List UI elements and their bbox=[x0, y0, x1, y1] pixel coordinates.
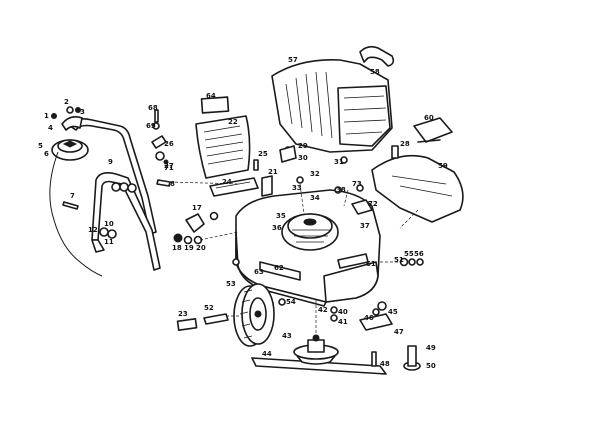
part-number-24: 24 bbox=[222, 178, 232, 186]
part-number-10: 10 bbox=[104, 220, 114, 228]
part-number-31: 31 bbox=[334, 158, 344, 166]
part-number-54: 54 bbox=[286, 298, 296, 306]
part-number-60: 60 bbox=[424, 114, 434, 122]
part-number-69: 69 bbox=[146, 122, 156, 130]
part-number-6: 6 bbox=[44, 150, 49, 158]
part-number-41: 41 bbox=[338, 318, 348, 326]
grass-catcher-assembly bbox=[271, 45, 395, 153]
part-number-22: 22 bbox=[228, 118, 238, 126]
part-number-49: 49 bbox=[426, 344, 436, 352]
part-number-36: 36 bbox=[272, 224, 282, 232]
part-number-47: 47 bbox=[394, 328, 404, 336]
part-number-9: 9 bbox=[108, 158, 113, 166]
part-number-30: 30 bbox=[298, 154, 308, 162]
part-number-19: 19 bbox=[184, 244, 194, 252]
part-number-23: 23 bbox=[178, 310, 188, 318]
part-number-1: 1 bbox=[44, 112, 49, 120]
part-number-21: 21 bbox=[268, 168, 278, 176]
part-number-56: 56 bbox=[414, 250, 424, 258]
part-number-8: 8 bbox=[170, 180, 175, 188]
part-number-3: 3 bbox=[80, 108, 85, 116]
part-number-59: 59 bbox=[438, 162, 448, 170]
part-number-29: 29 bbox=[298, 142, 308, 150]
part-number-18: 18 bbox=[172, 244, 182, 252]
mower-deck bbox=[232, 145, 381, 307]
part-number-57: 57 bbox=[288, 56, 298, 64]
part-number-34: 34 bbox=[310, 194, 320, 202]
part-number-44: 44 bbox=[262, 350, 272, 358]
rear-flap-assembly bbox=[195, 96, 273, 197]
part-number-11: 11 bbox=[104, 238, 114, 246]
part-number-32: 32 bbox=[310, 170, 320, 178]
part-number-58: 58 bbox=[370, 68, 380, 76]
part-number-7: 7 bbox=[70, 192, 75, 200]
part-number-73: 73 bbox=[352, 180, 362, 188]
part-number-50: 50 bbox=[426, 362, 436, 370]
part-number-52: 52 bbox=[204, 304, 214, 312]
part-number-38: 38 bbox=[336, 186, 346, 194]
handle-assembly bbox=[49, 106, 219, 277]
part-number-53: 53 bbox=[226, 280, 236, 288]
part-number-71: 71 bbox=[164, 164, 174, 172]
part-number-63: 63 bbox=[254, 268, 264, 276]
part-number-20: 20 bbox=[196, 244, 206, 252]
blade-assembly bbox=[251, 257, 424, 375]
part-number-43: 43 bbox=[282, 332, 292, 340]
part-number-40: 40 bbox=[338, 308, 348, 316]
part-number-46: 46 bbox=[364, 314, 374, 322]
part-number-42: 42 bbox=[318, 306, 328, 314]
part-number-12: 12 bbox=[88, 226, 98, 234]
part-number-72: 72 bbox=[368, 200, 378, 208]
part-number-37: 37 bbox=[360, 222, 370, 230]
part-number-45: 45 bbox=[388, 308, 398, 316]
part-number-64: 64 bbox=[206, 92, 216, 100]
part-number-33: 33 bbox=[292, 184, 302, 192]
part-number-17: 17 bbox=[192, 204, 202, 212]
part-number-28: 28 bbox=[400, 140, 410, 148]
part-number-4: 4 bbox=[48, 124, 53, 132]
part-number-62: 62 bbox=[274, 264, 284, 272]
part-number-35: 35 bbox=[276, 212, 286, 220]
part-number-68: 68 bbox=[148, 104, 158, 112]
wheel-assembly bbox=[176, 283, 286, 347]
part-number-26: 26 bbox=[164, 140, 174, 148]
part-number-51: 51 bbox=[394, 256, 404, 264]
part-number-2: 2 bbox=[64, 98, 69, 106]
part-number-5: 5 bbox=[38, 142, 43, 150]
part-number-61: 61 bbox=[366, 260, 376, 268]
part-number-27: 27 bbox=[164, 162, 174, 170]
part-number-25: 25 bbox=[258, 150, 268, 158]
leader-lines bbox=[169, 181, 419, 336]
rear-cover-assembly bbox=[371, 117, 464, 223]
part-number-48: 48 bbox=[380, 360, 390, 368]
part-number-55: 55 bbox=[404, 250, 414, 258]
